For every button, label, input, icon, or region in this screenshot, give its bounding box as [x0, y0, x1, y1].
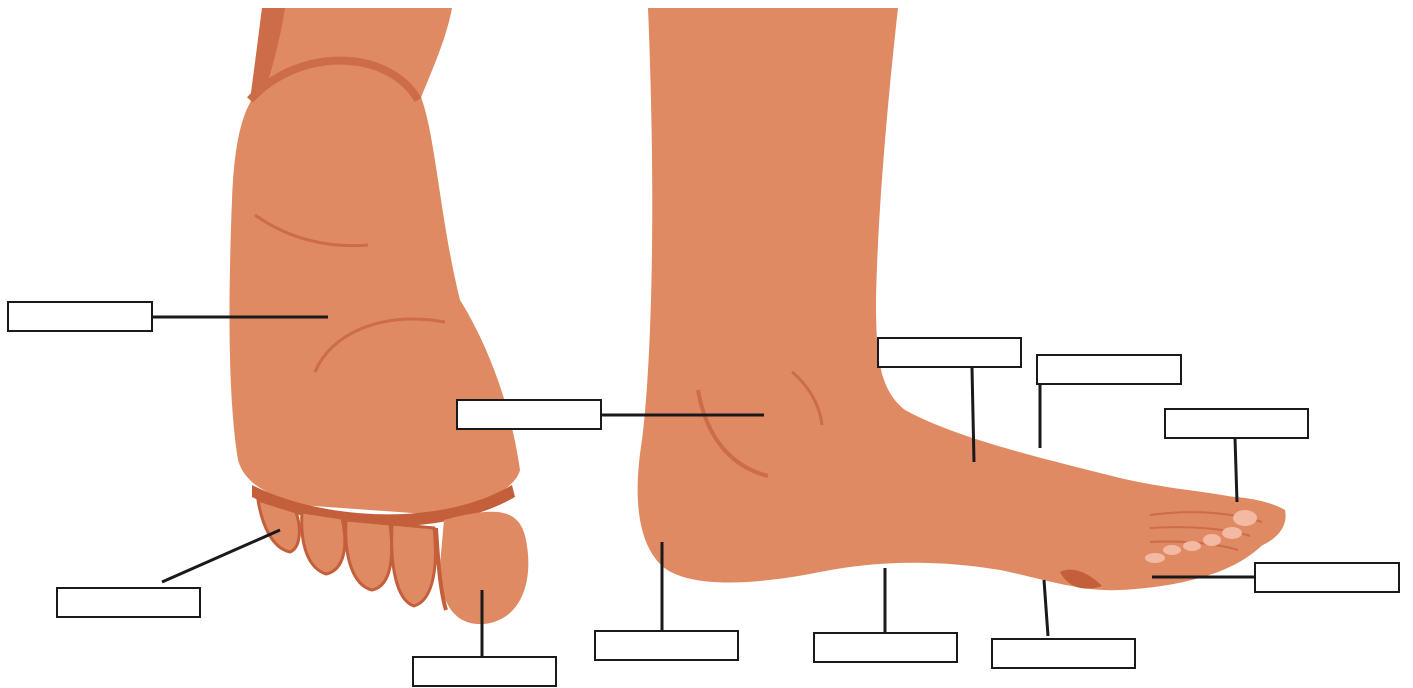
sole-shape	[230, 65, 520, 515]
leader-line-8	[972, 368, 974, 462]
label-box-4[interactable]	[412, 656, 557, 687]
big-toenail	[1233, 510, 1257, 526]
label-box-1[interactable]	[7, 301, 153, 332]
toenail-3	[1203, 534, 1221, 546]
leader-line-10	[1235, 438, 1237, 502]
label-box-10[interactable]	[1164, 408, 1309, 439]
label-box-3[interactable]	[56, 587, 201, 618]
label-box-5[interactable]	[594, 630, 739, 661]
label-box-11[interactable]	[1254, 562, 1400, 593]
label-box-8[interactable]	[877, 337, 1022, 368]
label-box-7[interactable]	[991, 638, 1136, 669]
leader-line-3	[162, 530, 280, 582]
label-box-9[interactable]	[1036, 354, 1182, 385]
toenail-2	[1222, 527, 1242, 539]
side-figure	[638, 8, 1286, 590]
label-box-6[interactable]	[813, 632, 958, 663]
sole-big-toe	[440, 512, 528, 624]
label-box-2[interactable]	[456, 399, 602, 430]
toenail-6	[1145, 553, 1165, 563]
toenail-5	[1163, 545, 1181, 555]
toenail-4	[1183, 541, 1201, 551]
leader-line-7	[1044, 580, 1048, 636]
